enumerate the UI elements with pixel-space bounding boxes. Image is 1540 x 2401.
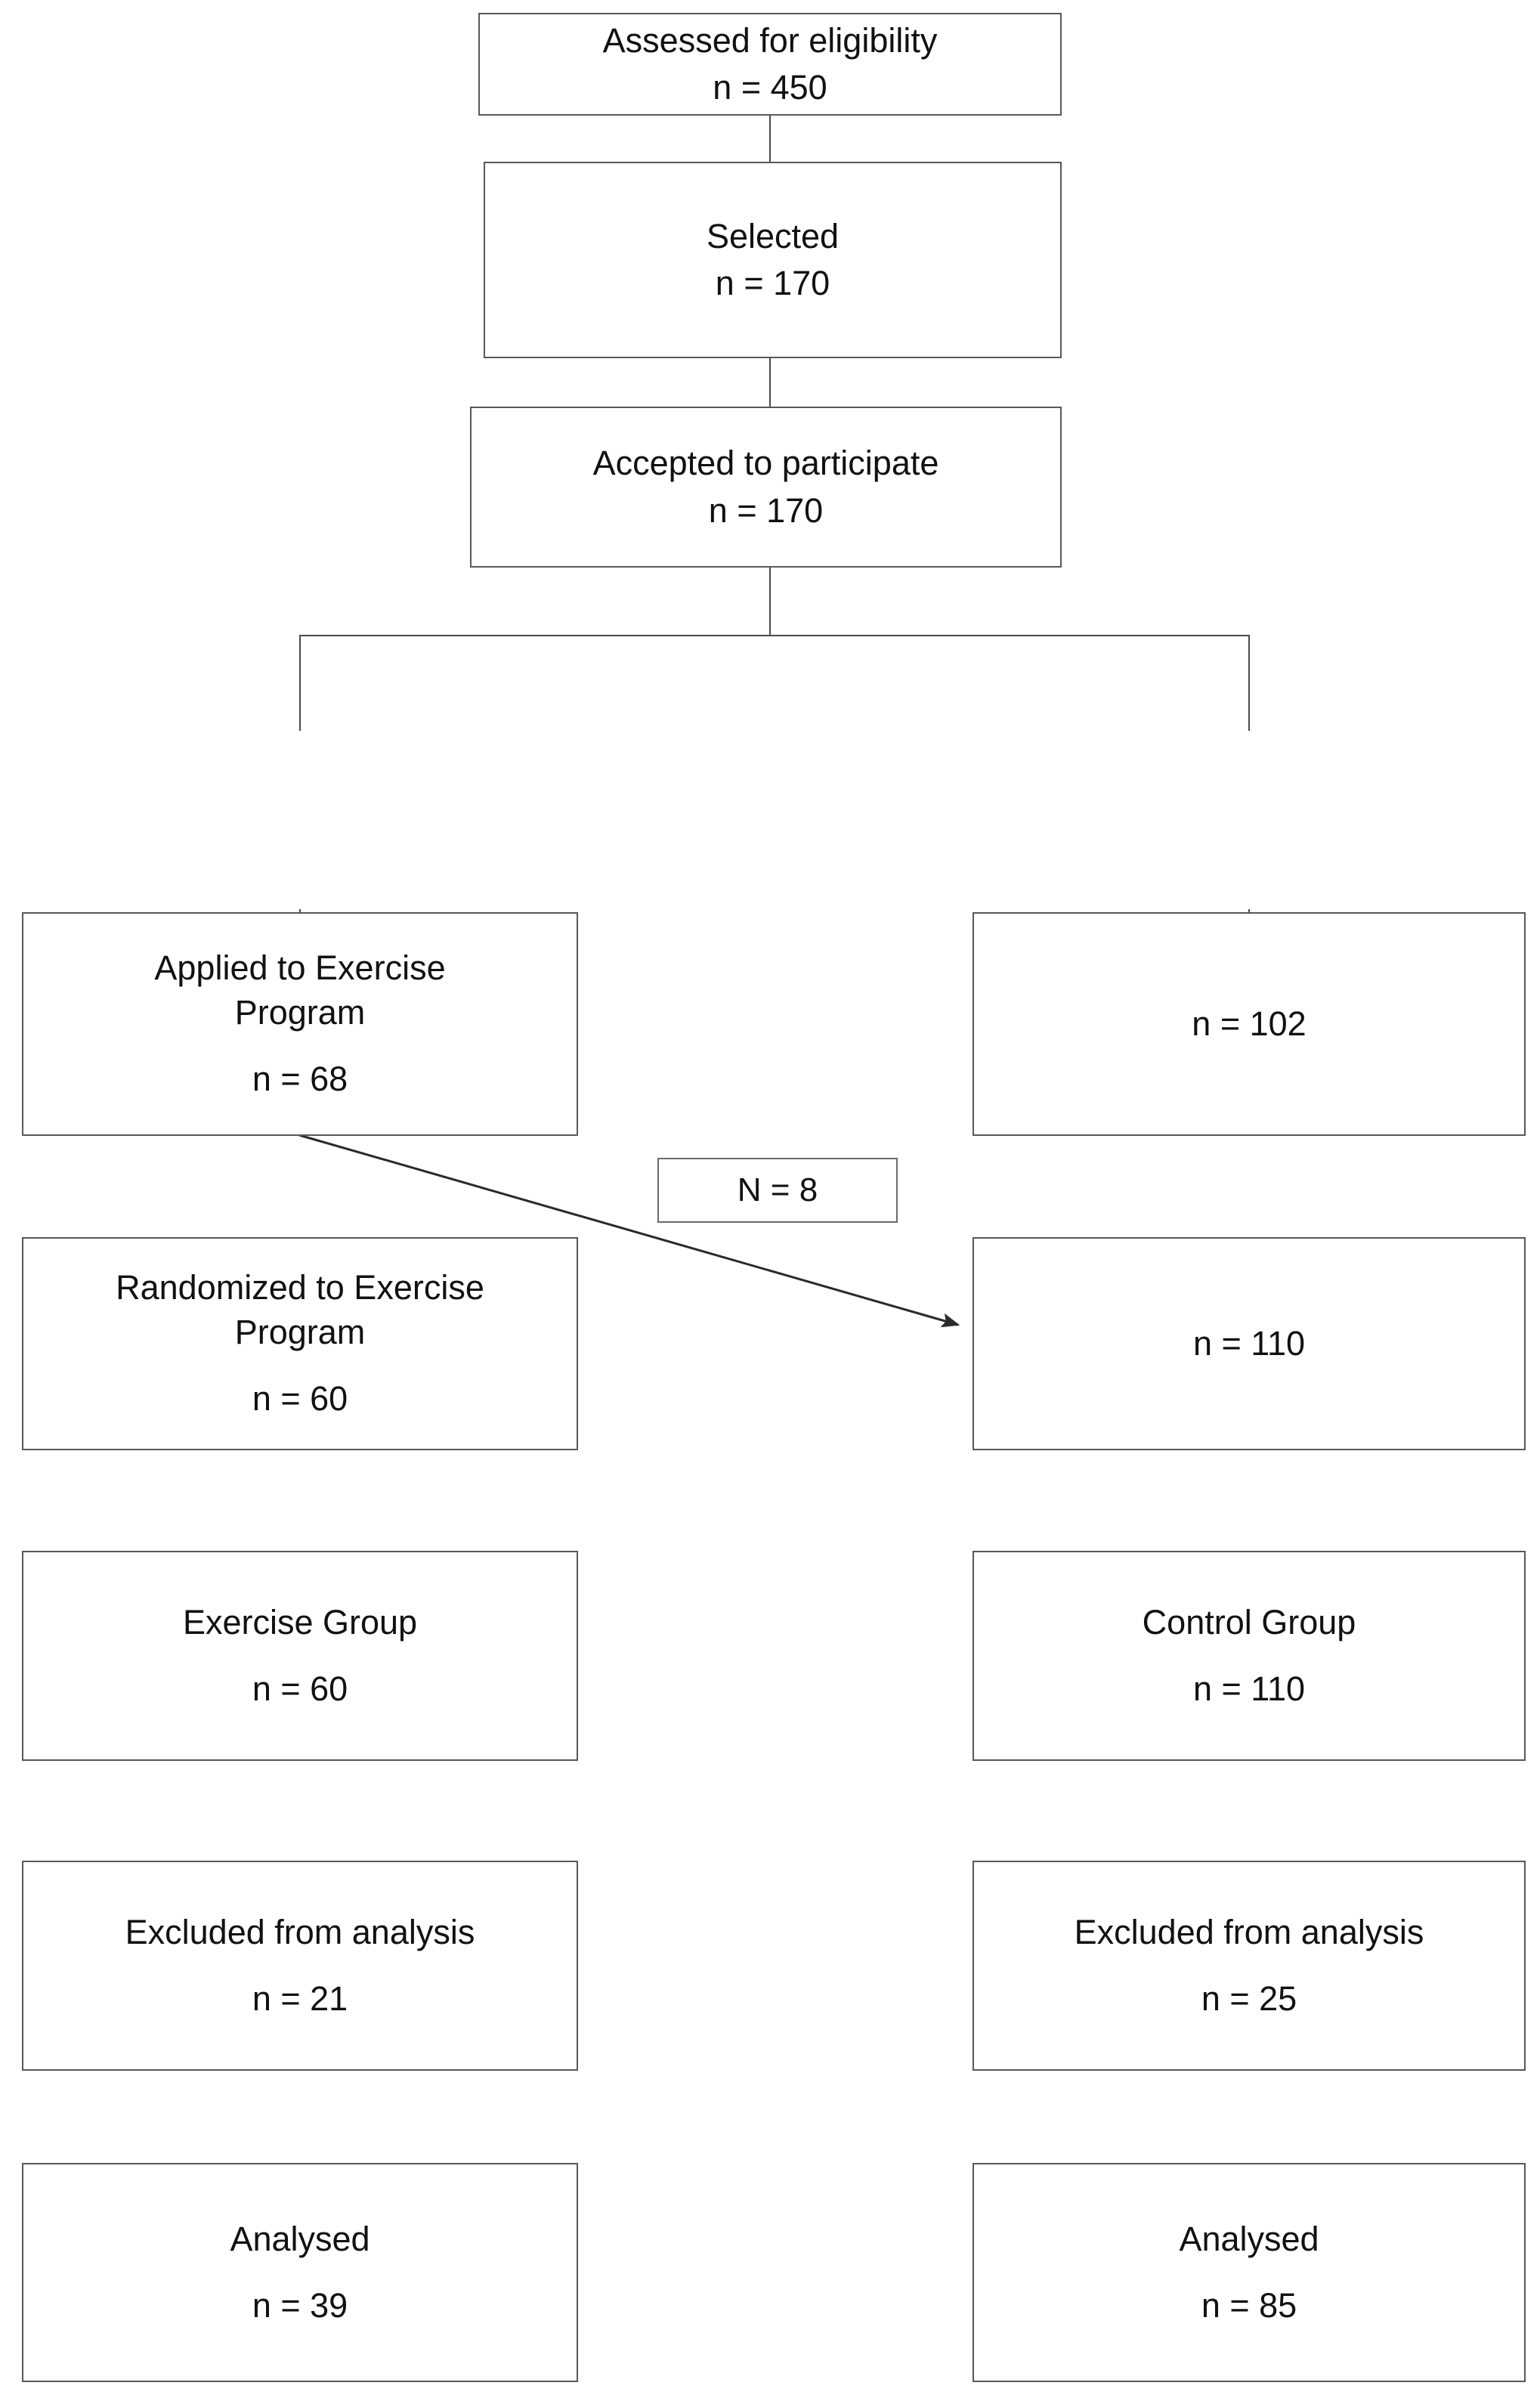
node-excluded-from-analysis-left[interactable]: Excluded from analysis n = 21 — [22, 1861, 578, 2071]
node-count: n = 39 — [252, 2286, 348, 2325]
node-count: n = 85 — [1201, 2286, 1297, 2325]
node-right-102[interactable]: n = 102 — [973, 912, 1526, 1136]
node-label-line2: Program — [234, 1312, 366, 1351]
node-count: n = 21 — [252, 1979, 348, 2018]
connector-selected-to-accepted — [769, 357, 771, 407]
node-selected[interactable]: Selected n = 170 — [484, 162, 1062, 358]
node-right-110[interactable]: n = 110 — [973, 1237, 1526, 1450]
annotation-crossover-n8[interactable]: N = 8 — [657, 1158, 898, 1223]
node-accepted-to-participate[interactable]: Accepted to participate n = 170 — [470, 407, 1062, 568]
node-count: n = 102 — [1192, 1004, 1307, 1043]
node-analysed-right[interactable]: Analysed n = 85 — [973, 2163, 1526, 2382]
node-exercise-group[interactable]: Exercise Group n = 60 — [22, 1551, 578, 1761]
node-analysed-left[interactable]: Analysed n = 39 — [22, 2163, 578, 2382]
node-count: n = 110 — [1192, 1669, 1306, 1708]
node-count: n = 60 — [252, 1379, 348, 1419]
node-applied-to-exercise-program[interactable]: Applied to Exercise Program n = 68 — [22, 912, 578, 1136]
connector-accepted-to-split — [769, 567, 771, 636]
node-control-group[interactable]: Control Group n = 110 — [973, 1551, 1526, 1761]
connector-split-horizontal — [299, 635, 1250, 636]
node-label: Analysed — [1179, 2219, 1319, 2258]
node-label: Selected — [706, 216, 840, 255]
node-label: Exercise Group — [182, 1602, 418, 1641]
node-count: n = 170 — [708, 490, 824, 530]
connector-split-to-left-branch — [299, 635, 301, 731]
connector-split-to-right-branch — [1248, 635, 1250, 731]
node-label: Accepted to participate — [592, 444, 939, 482]
node-count: n = 60 — [252, 1669, 348, 1708]
node-count: n = 110 — [1192, 1323, 1306, 1363]
node-excluded-from-analysis-right[interactable]: Excluded from analysis n = 25 — [973, 1861, 1526, 2071]
node-randomized-to-exercise-program[interactable]: Randomized to Exercise Program n = 60 — [22, 1237, 578, 1450]
node-label-line1: Applied to Exercise — [154, 948, 446, 988]
node-assessed-for-eligibility[interactable]: Assessed for eligibility n = 450 — [478, 13, 1062, 116]
node-label: Analysed — [230, 2219, 370, 2258]
node-count: n = 25 — [1201, 1979, 1297, 2018]
node-label: Excluded from analysis — [1074, 1912, 1424, 1951]
node-count: n = 68 — [252, 1060, 348, 1099]
node-label: Excluded from analysis — [125, 1912, 475, 1951]
node-label: Assessed for eligibility — [602, 20, 938, 60]
connector-assessed-to-selected — [769, 115, 771, 162]
annotation-label: N = 8 — [737, 1171, 818, 1208]
node-count: n = 170 — [715, 264, 830, 302]
node-count: n = 450 — [713, 68, 827, 107]
node-label: Control Group — [1142, 1602, 1356, 1641]
node-label-line1: Randomized to Exercise — [116, 1268, 484, 1307]
node-label-line2: Program — [234, 992, 366, 1032]
